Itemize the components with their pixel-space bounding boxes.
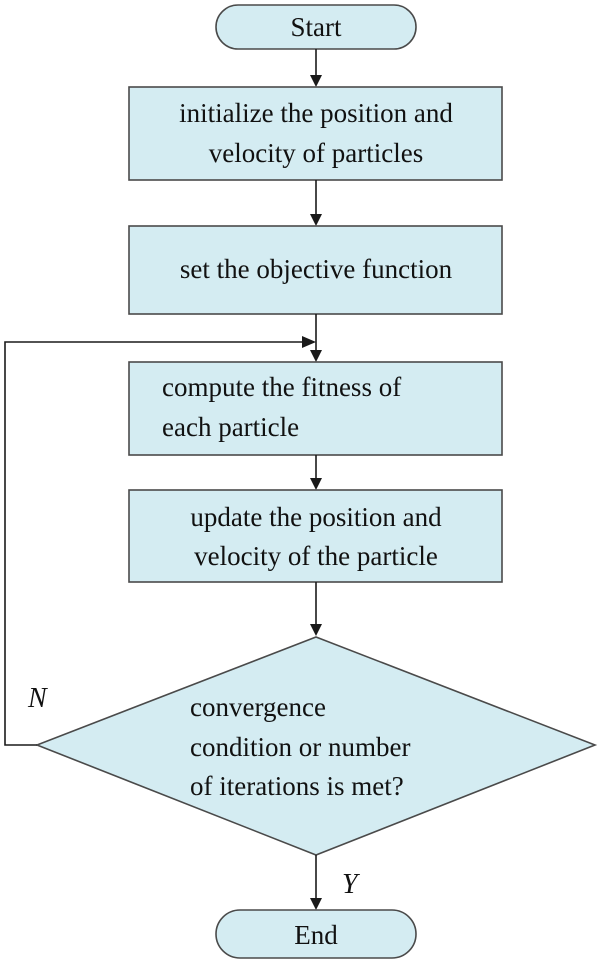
arrowhead-objective xyxy=(310,214,322,226)
decision-line-1: convergence xyxy=(190,692,326,722)
arrowhead-decision xyxy=(310,624,322,636)
end-label: End xyxy=(294,920,338,950)
arrowhead-fitness xyxy=(310,350,322,362)
process-initialize xyxy=(128,86,503,181)
update-line-1: update the position and xyxy=(190,502,442,532)
update-line-2: velocity of the particle xyxy=(194,541,438,571)
fitness-line-1: compute the fitness of xyxy=(162,372,401,402)
yes-branch-label: Y xyxy=(342,869,361,900)
arrowhead-loop xyxy=(302,336,316,348)
process-fitness xyxy=(128,361,503,456)
initialize-line-2: velocity of particles xyxy=(209,138,423,168)
arrowhead-end xyxy=(310,898,322,910)
fitness-line-2: each particle xyxy=(162,412,299,442)
decision-line-3: of iterations is met? xyxy=(190,771,404,801)
end-terminator xyxy=(215,909,417,959)
decision-line-2: condition or number xyxy=(190,732,410,762)
process-update xyxy=(128,489,503,583)
no-branch-label: N xyxy=(27,683,48,714)
loop-back-connector xyxy=(4,341,314,746)
arrowhead-init xyxy=(310,75,322,87)
initialize-line-1: initialize the position and xyxy=(179,98,453,128)
objective-label: set the objective function xyxy=(180,254,453,284)
start-label: Start xyxy=(291,12,342,42)
arrowhead-update xyxy=(310,478,322,490)
